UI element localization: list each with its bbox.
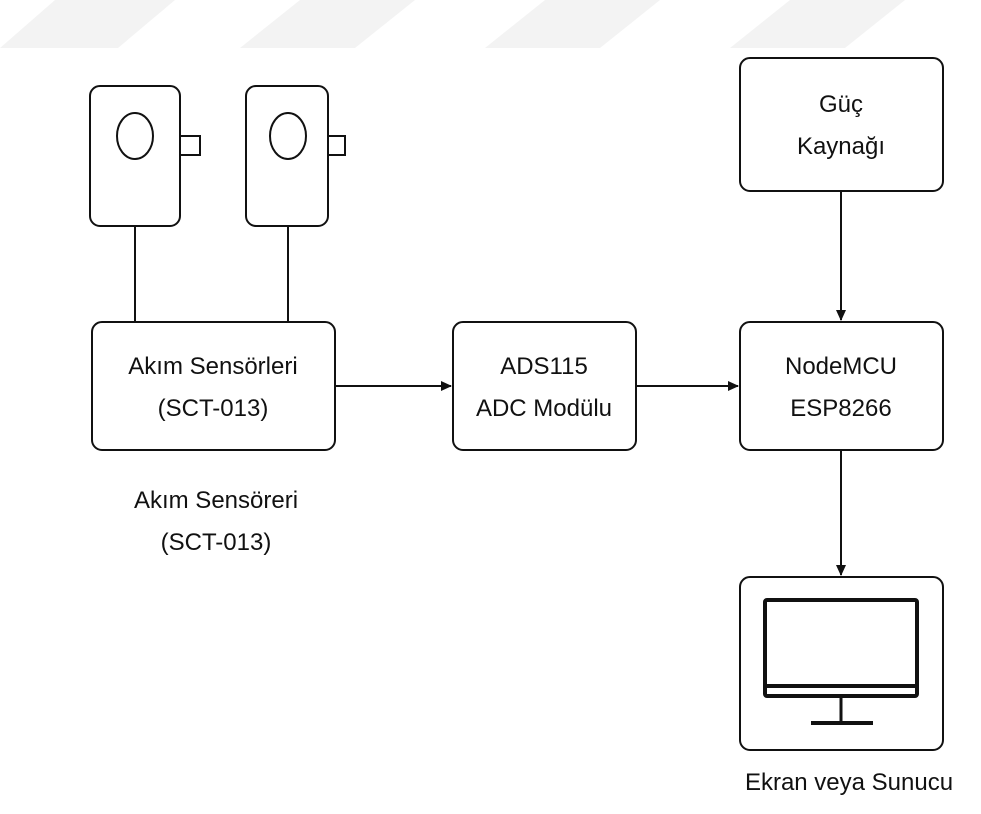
node-mcu: NodeMCU ESP8266 [739,321,944,451]
node-adc-label-2: ADC Modülu [476,395,612,422]
node-power: Güç Kaynağı [739,57,944,192]
node-power-label-2: Kaynağı [797,133,885,160]
sensor-device-icon-2 [245,85,346,322]
node-sensors-label-1: Akım Sensörleri [128,353,297,380]
node-sensors: Akım Sensörleri (SCT-013) [91,321,336,451]
node-display [739,576,944,751]
node-mcu-label-2: ESP8266 [790,395,891,422]
edges [335,191,846,576]
node-power-label-1: Güç [819,91,863,118]
caption-sensors-line-1: Akım Sensöreri [134,487,298,514]
node-adc: ADS115 ADC Modülu [452,321,637,451]
watermark-band [0,0,905,48]
node-mcu-label-1: NodeMCU [785,353,897,380]
sensor-device-icon-1 [89,85,201,322]
caption-sensors-line-2: (SCT-013) [161,529,272,556]
caption-display: Ekran veya Sunucu [745,769,953,796]
node-adc-label-1: ADS115 [500,353,588,380]
node-sensors-label-2: (SCT-013) [158,395,269,422]
monitor-icon [763,598,919,725]
